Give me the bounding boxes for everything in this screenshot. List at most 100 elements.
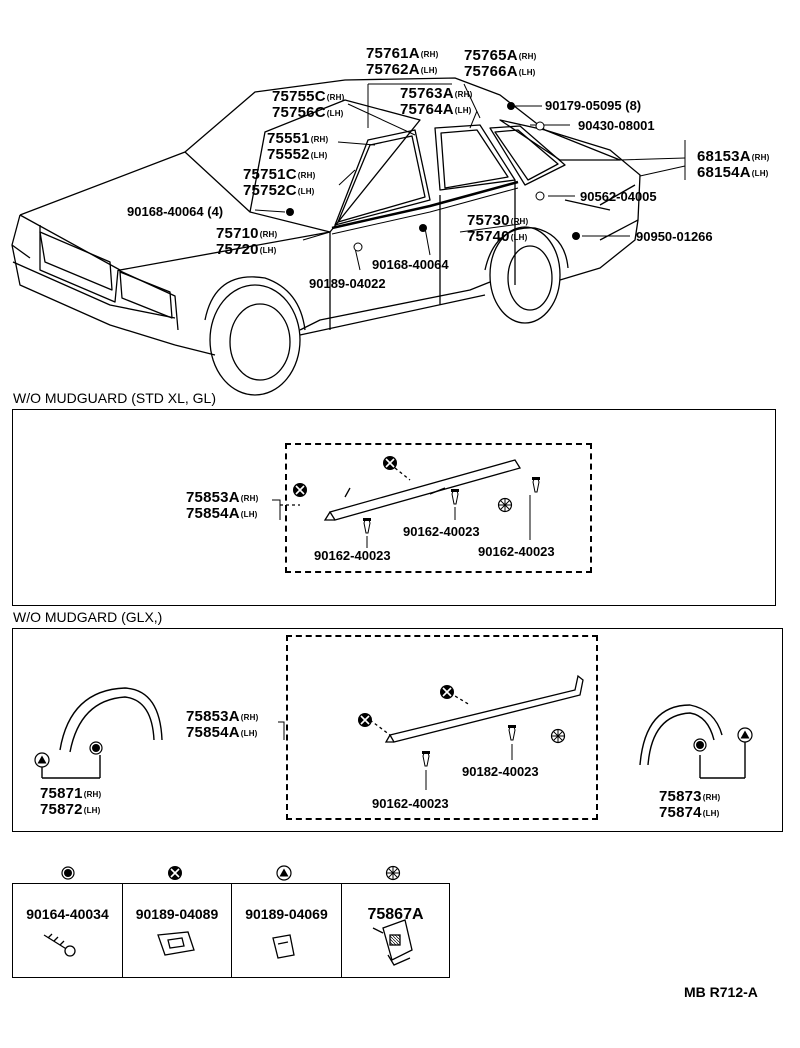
legend-cell-3: 75867A <box>342 884 449 977</box>
part-75730: 75730(RH) <box>467 213 528 228</box>
bolt-90430: 90430-08001 <box>578 118 655 133</box>
side-tag: (RH) <box>310 135 329 144</box>
part-number: 75551 <box>267 130 310 147</box>
section2-front-lh: 75872(LH) <box>40 802 101 817</box>
side-tag: (RH) <box>510 217 529 226</box>
part-number: 75730 <box>467 212 510 229</box>
section1-screw-b: 90162-40023 <box>478 544 555 559</box>
part-75755C: 75755C(RH) <box>272 89 344 104</box>
filled-circle-icon <box>61 866 75 880</box>
legend-code: 90189-04069 <box>245 906 328 922</box>
car-fasteners <box>286 102 580 252</box>
part-75762A: 75762A(LH) <box>366 62 438 77</box>
side-tag: (RH) <box>518 52 537 61</box>
bolt-90189: 90189-04022 <box>309 276 386 291</box>
section2-title: W/O MUDGARD (GLX,) <box>13 609 163 625</box>
side-tag: (RH) <box>297 171 316 180</box>
side-tag: (LH) <box>326 109 344 118</box>
side-tag: (RH) <box>83 790 102 799</box>
bolt-90562: 90562-04005 <box>580 189 657 204</box>
part-75761A: 75761A(RH) <box>366 46 438 61</box>
car-body-illustration <box>11 77 641 396</box>
part-number: 75552 <box>267 146 310 163</box>
part-75720: 75720(LH) <box>216 242 277 257</box>
part-75756C: 75756C(LH) <box>272 105 344 120</box>
part-number: 75755C <box>272 88 326 105</box>
side-tag: (LH) <box>240 510 258 519</box>
bolt-90950: 90950-01266 <box>636 229 713 244</box>
side-tag: (LH) <box>297 187 315 196</box>
part-75765A: 75765A(RH) <box>464 48 536 63</box>
part-number: 75766A <box>464 63 518 80</box>
section1-detail-box <box>285 443 592 573</box>
part-number: 75871 <box>40 785 83 802</box>
side-tag: (RH) <box>702 793 721 802</box>
side-tag: (RH) <box>240 494 259 503</box>
part-number: 75853A <box>186 489 240 506</box>
part-number: 75874 <box>659 804 702 821</box>
cross-circle-icon <box>167 865 183 881</box>
side-tag: (RH) <box>259 230 278 239</box>
section1-screw-c: 90162-40023 <box>314 548 391 563</box>
part-75740: 75740(LH) <box>467 229 528 244</box>
part-number: 75763A <box>400 85 454 102</box>
section2-rear-lh: 75874(LH) <box>659 805 720 820</box>
section2-screw-a: 90182-40023 <box>462 764 539 779</box>
legend-code: 90189-04089 <box>135 906 219 922</box>
section2-part-rh: 75853A(RH) <box>186 709 258 724</box>
section2-rear-rh: 75873(RH) <box>659 789 720 804</box>
leader-lines <box>254 83 686 271</box>
part-number: 75761A <box>366 45 420 62</box>
part-number: 75762A <box>366 61 420 78</box>
part-number: 75854A <box>186 505 240 522</box>
section2-frame <box>12 628 783 832</box>
bolt-90179: 90179-05095 (8) <box>545 98 642 113</box>
side-tag: (LH) <box>454 106 472 115</box>
part-number: 75853A <box>186 708 240 725</box>
section2-screw-b: 90162-40023 <box>372 796 449 811</box>
side-tag: (RH) <box>420 50 439 59</box>
side-tag: (LH) <box>510 233 528 242</box>
section1-moulding-drawing <box>280 459 522 521</box>
section1-screw-a: 90162-40023 <box>403 524 480 539</box>
section2-moulding-drawing <box>369 674 584 743</box>
legend-cell-0: 90164-40034 <box>13 884 123 977</box>
side-tag: (LH) <box>518 68 536 77</box>
part-75752C: 75752C(LH) <box>243 183 315 198</box>
bolt-90168-b: 90168-40064 <box>372 257 449 272</box>
side-tag: (RH) <box>751 153 770 162</box>
side-tag: (LH) <box>240 729 258 738</box>
section1-frame <box>12 409 776 606</box>
asterisk-circle-icon <box>385 865 401 881</box>
side-tag: (RH) <box>326 93 345 102</box>
part-number: 75872 <box>40 801 83 818</box>
legend-cell-2: 90189-04069 <box>232 884 342 977</box>
section1-title: W/O MUDGUARD (STD XL, GL) <box>13 390 217 406</box>
part-number: 75873 <box>659 788 702 805</box>
section2-detail-box <box>286 635 598 820</box>
legend-part-drawings <box>43 919 413 966</box>
side-tag: (LH) <box>702 809 720 818</box>
section1-part-lh: 75854A(LH) <box>186 506 258 521</box>
part-75551: 75551(RH) <box>267 131 328 146</box>
bolt-90168-a: 90168-40064 (4) <box>127 204 224 219</box>
part-75751C: 75751C(RH) <box>243 167 315 182</box>
part-68153A: 68153A(RH) <box>697 149 769 164</box>
part-number: 68154A <box>697 164 751 181</box>
side-tag: (LH) <box>310 151 328 160</box>
part-number: 75764A <box>400 101 454 118</box>
part-75764A: 75764A(LH) <box>400 102 472 117</box>
diagram-code: MB R712-A <box>684 984 758 1000</box>
part-number: 75751C <box>243 166 297 183</box>
side-tag: (LH) <box>751 169 769 178</box>
fastener-legend-table: 90164-40034 90189-04089 90189-04069 7586… <box>12 883 450 978</box>
section2-front-rh: 75871(RH) <box>40 786 101 801</box>
side-tag: (RH) <box>454 90 473 99</box>
side-tag: (RH) <box>240 713 259 722</box>
part-number: 68153A <box>697 148 751 165</box>
rear-arch-moulding <box>639 704 746 779</box>
section1-part-rh: 75853A(RH) <box>186 490 258 505</box>
side-tag: (LH) <box>420 66 438 75</box>
legend-code: 75867A <box>367 906 424 923</box>
section2-part-lh: 75854A(LH) <box>186 725 258 740</box>
